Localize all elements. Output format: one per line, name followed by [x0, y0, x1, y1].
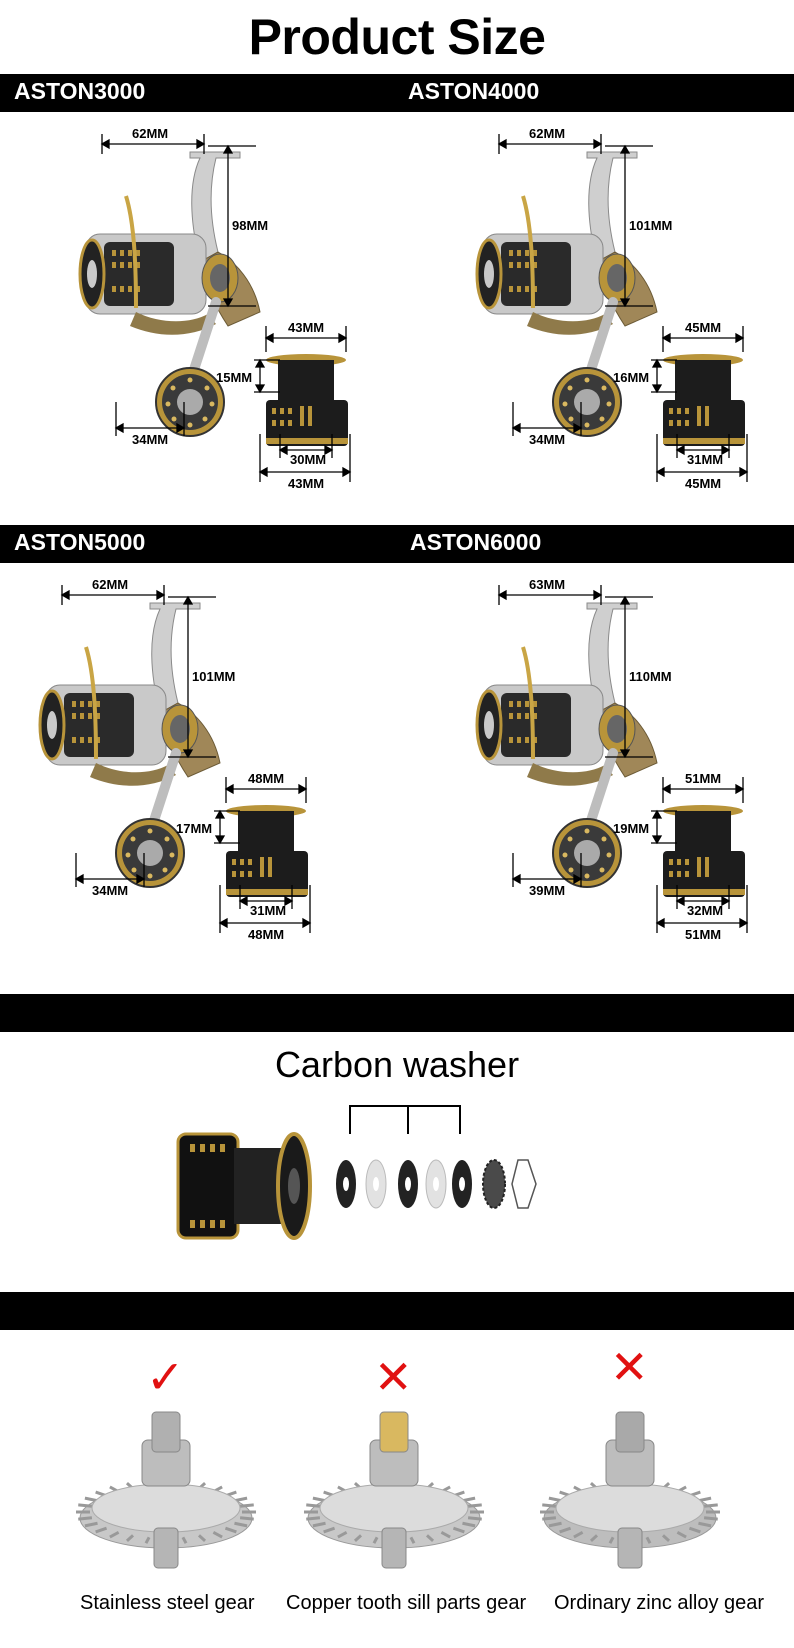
gear-icon	[304, 1411, 484, 1569]
reel-illustration	[38, 602, 221, 888]
reel-height-label: 110MM	[629, 669, 672, 684]
reel-height-label: 98MM	[232, 218, 269, 233]
reel-width-label: 63MM	[529, 577, 566, 592]
cross-mark-icon: ✕	[374, 1351, 413, 1403]
knob-size-label: 39MM	[529, 883, 566, 898]
cross-mark-icon: ✕	[610, 1341, 649, 1393]
page-title: Product Size	[248, 9, 546, 65]
model-band-top: ASTON3000 ASTON4000	[0, 74, 794, 112]
gear-caption: Copper tooth sill parts gear	[286, 1592, 527, 1614]
knob-size-label: 34MM	[529, 432, 566, 447]
spool-bottom-label: 43MM	[288, 476, 325, 491]
reel-size-cell: 62MM 101MM 34MM 45MM 16MM 31MM 45MM	[397, 112, 794, 517]
reel-size-cell: 63MM 110MM 39MM 51MM 19MM 32MM 51MM	[397, 563, 794, 968]
spool-depth-label: 17MM	[176, 821, 213, 836]
washer-title: Carbon washer	[274, 1044, 520, 1085]
spool-top-label: 43MM	[288, 320, 325, 335]
spool-top-label: 45MM	[685, 320, 722, 335]
spool-illustration	[266, 354, 348, 446]
spool-illustration	[663, 805, 745, 897]
divider-band	[0, 1292, 794, 1330]
dimension-line	[497, 134, 749, 482]
model-name: ASTON6000	[410, 529, 542, 555]
knob-size-label: 34MM	[92, 883, 129, 898]
spool-bottom-label: 45MM	[685, 476, 722, 491]
spool-depth-label: 19MM	[613, 821, 650, 836]
spool-illustration	[663, 354, 745, 446]
reel-height-label: 101MM	[192, 669, 236, 684]
spool-depth-label: 16MM	[613, 370, 650, 385]
reel-width-label: 62MM	[529, 126, 566, 141]
spool-bottom-label: 48MM	[248, 927, 285, 942]
model-name: ASTON3000	[14, 78, 146, 104]
reel-illustration	[475, 602, 658, 888]
reel-illustration	[78, 151, 261, 437]
spool-nut	[482, 1159, 506, 1209]
spool-top-label: 48MM	[248, 771, 285, 786]
spring-clip	[511, 1159, 537, 1209]
spool-inner-label: 30MM	[290, 452, 327, 467]
gear-icon	[76, 1411, 256, 1569]
spool-top-label: 51MM	[685, 771, 722, 786]
gear-caption: Stainless steel gear	[80, 1592, 255, 1614]
check-mark-icon: ✓	[146, 1351, 185, 1403]
spool-icon	[176, 1132, 312, 1240]
divider-band	[0, 994, 794, 1032]
reel-height-label: 101MM	[629, 218, 673, 233]
spool-depth-label: 15MM	[216, 370, 253, 385]
knob-size-label: 34MM	[132, 432, 169, 447]
dimension-line	[60, 585, 312, 933]
gear-icon	[540, 1411, 720, 1569]
model-name: ASTON5000	[14, 529, 146, 555]
carbon-washer-diagram	[176, 1105, 537, 1240]
spool-inner-label: 32MM	[687, 903, 724, 918]
reel-width-label: 62MM	[132, 126, 169, 141]
dimension-line	[100, 134, 352, 482]
reel-size-cell: 62MM 101MM 34MM 48MM 17MM 31MM 48MM	[0, 563, 397, 968]
spool-bottom-label: 51MM	[685, 927, 722, 942]
model-name: ASTON4000	[408, 78, 540, 104]
reel-size-cell: 62MM 98MM 34MM 43MM 15MM 30MM 43MM	[0, 112, 397, 517]
dimension-line	[497, 585, 749, 933]
spool-inner-label: 31MM	[687, 452, 724, 467]
model-band-middle: ASTON5000 ASTON6000	[0, 525, 794, 563]
spool-illustration	[226, 805, 308, 897]
spool-inner-label: 31MM	[250, 903, 287, 918]
reel-width-label: 62MM	[92, 577, 129, 592]
reel-illustration	[475, 151, 658, 437]
gear-caption: Ordinary zinc alloy gear	[554, 1592, 765, 1614]
